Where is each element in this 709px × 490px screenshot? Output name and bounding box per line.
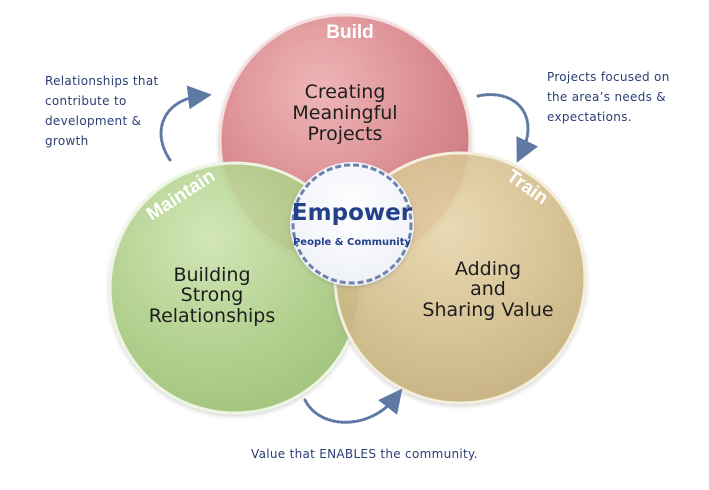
center-empower: Empower People & Community: [290, 162, 414, 286]
note-projects: Projects focused on the area’s needs & e…: [547, 67, 670, 127]
arrow-left-icon: [159, 85, 212, 162]
build-line-3: Projects: [308, 123, 383, 145]
note-left-line-2: contribute to: [45, 94, 127, 108]
note-right-line-2: the area’s needs &: [547, 90, 666, 104]
maintain-line-3: Relationships: [149, 305, 276, 327]
center-subtitle: People & Community: [293, 237, 412, 248]
maintain-line-2: Strong: [181, 284, 244, 306]
note-value: Value that ENABLES the community.: [251, 444, 478, 464]
train-line-3: Sharing Value: [422, 299, 553, 321]
label-build: Build: [326, 22, 374, 43]
train-line-1: Adding: [455, 258, 521, 280]
note-left-line-3: development &: [45, 114, 142, 128]
note-right-line-1: Projects focused on: [547, 70, 670, 84]
arrow-right-icon: [476, 93, 539, 163]
maintain-line-1: Building: [173, 264, 250, 286]
note-right-line-3: expectations.: [547, 110, 632, 124]
note-left-line-1: Relationships that: [45, 74, 159, 88]
train-line-2: and: [470, 278, 506, 300]
center-title: Empower: [292, 200, 413, 226]
arrow-bottom-icon: [303, 388, 403, 424]
build-line-1: Creating: [305, 81, 386, 103]
note-left-line-4: growth: [45, 134, 89, 148]
note-bottom-text: Value that ENABLES the community.: [251, 447, 478, 461]
note-relationships: Relationships that contribute to develop…: [45, 71, 159, 151]
build-line-2: Meaningful: [292, 102, 397, 124]
